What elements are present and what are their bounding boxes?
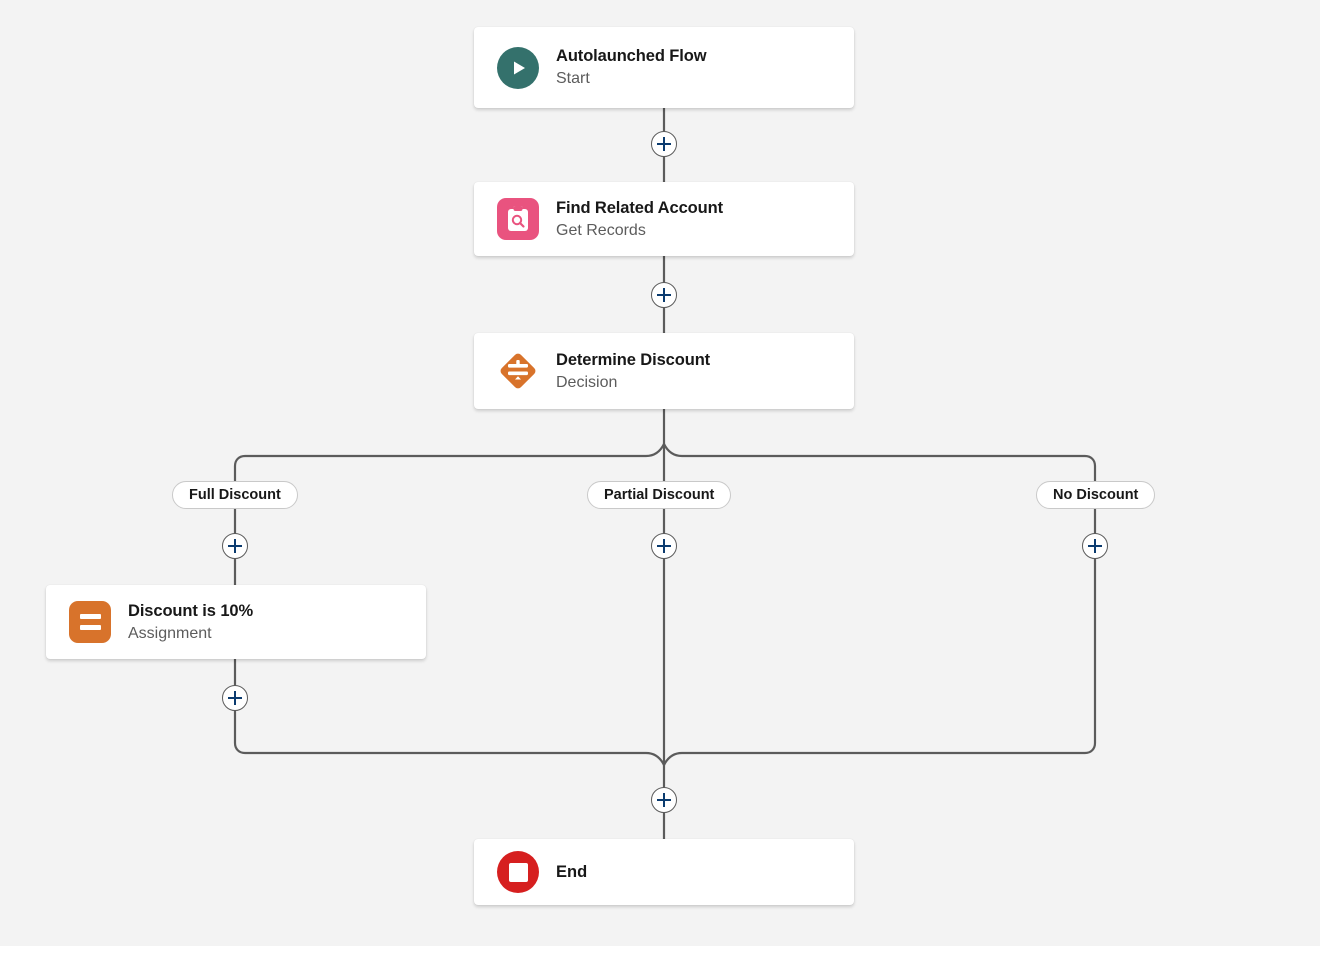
- play-circle-icon: [497, 46, 539, 89]
- stop-circle-icon: [497, 851, 539, 893]
- add-element-on-partial-discount[interactable]: [651, 533, 677, 559]
- node-text-block: Find Related Account Get Records: [556, 199, 723, 240]
- node-icon-wrapper: [496, 850, 540, 894]
- add-element-before-end[interactable]: [651, 787, 677, 813]
- node-title: Find Related Account: [556, 198, 723, 217]
- flow-node-get-records[interactable]: Find Related Account Get Records: [474, 182, 854, 256]
- node-title: Determine Discount: [556, 350, 711, 369]
- node-text-block: Autolaunched Flow Start: [556, 47, 707, 88]
- connector-split-right: [663, 443, 1097, 481]
- flow-node-decision[interactable]: Determine Discount Decision: [474, 333, 854, 409]
- branch-label-partial-discount[interactable]: Partial Discount: [587, 481, 732, 509]
- equals-bar-top: [79, 614, 101, 619]
- node-text-block: Discount is 10% Assignment: [128, 602, 253, 643]
- node-icon-wrapper: [496, 349, 540, 393]
- decision-diamond-icon: [495, 348, 541, 394]
- branch-label-text: No Discount: [1053, 487, 1139, 503]
- branch-label-full-discount[interactable]: Full Discount: [172, 481, 298, 509]
- branch-label-text: Full Discount: [189, 487, 281, 503]
- node-subtitle: Decision: [556, 373, 618, 391]
- flow-node-end[interactable]: End: [474, 839, 854, 905]
- node-text-block: Determine Discount Decision: [556, 351, 710, 392]
- node-title: Discount is 10%: [128, 601, 254, 620]
- node-icon-wrapper: [68, 600, 112, 644]
- clipboard-search-icon: [497, 198, 539, 240]
- add-element-after-start[interactable]: [651, 131, 677, 157]
- add-element-on-full-discount[interactable]: [222, 533, 248, 559]
- canvas-bottom-strip: [0, 946, 1320, 956]
- equals-bar-bottom: [79, 625, 101, 630]
- node-subtitle: Assignment: [128, 624, 212, 642]
- add-element-after-assignment[interactable]: [222, 685, 248, 711]
- connector-assignment-down: [233, 659, 665, 766]
- node-icon-wrapper: [496, 46, 540, 90]
- connector-no-down: [663, 509, 1097, 766]
- flow-node-assignment[interactable]: Discount is 10% Assignment: [46, 585, 426, 659]
- decision-diamond-glyph: [500, 353, 536, 389]
- node-subtitle: Get Records: [556, 221, 646, 239]
- equals-icon: [69, 601, 111, 643]
- node-icon-wrapper: [496, 197, 540, 241]
- clipboard-search-glyph: [508, 206, 528, 231]
- add-element-after-get-records[interactable]: [651, 282, 677, 308]
- add-element-on-no-discount[interactable]: [1082, 533, 1108, 559]
- equals-glyph: [79, 614, 101, 630]
- node-title: End: [556, 862, 588, 881]
- node-title: Autolaunched Flow: [556, 47, 707, 66]
- node-text-block: End: [556, 863, 587, 881]
- stop-square-glyph: [508, 862, 528, 882]
- flow-node-start[interactable]: Autolaunched Flow Start: [474, 27, 854, 108]
- play-triangle-glyph: [514, 61, 525, 74]
- branch-label-no-discount[interactable]: No Discount: [1036, 481, 1156, 509]
- node-subtitle: Start: [556, 70, 590, 88]
- branch-label-text: Partial Discount: [604, 487, 715, 503]
- connector-split-left: [233, 443, 665, 481]
